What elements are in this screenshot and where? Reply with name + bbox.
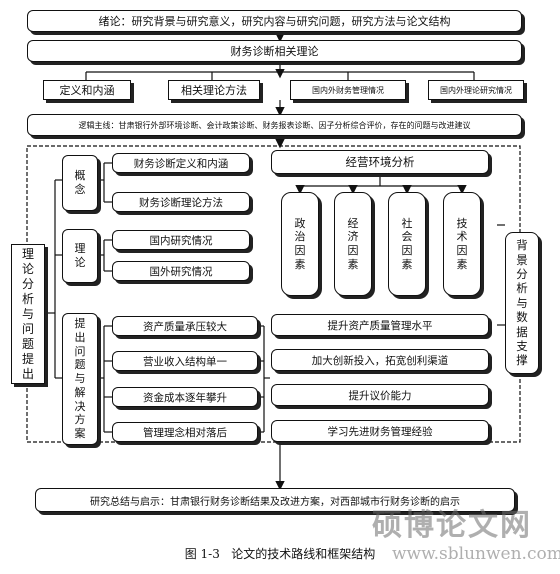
env-analysis-box: 经营环境分析 [271, 150, 489, 174]
figure-caption: 图 1-3 论文的技术路线和框架结构 [184, 547, 376, 561]
background-analysis-text: 背景分析与数据支撑 [516, 238, 528, 368]
problem-item: 资金成本逐年攀升 [112, 387, 258, 407]
problem-item: 营业收入结构单一 [112, 351, 258, 371]
group-theory-label: 理论 [74, 242, 86, 269]
theory-item-text: 国内研究情况 [149, 234, 213, 247]
solution-text: 提升资产质量管理水平 [327, 319, 433, 332]
group-concept: 概念 [62, 155, 98, 211]
problem-item: 管理理念相对落后 [112, 422, 258, 442]
problem-item-text: 管理理念相对落后 [143, 426, 227, 439]
solution-text: 加大创新投入，拓宽创利渠道 [311, 354, 449, 367]
group-problems: 提出问题与解决方案 [62, 313, 98, 445]
problem-item-text: 资金成本逐年攀升 [143, 391, 227, 404]
research-situation-box: 国内外理论研究情况 [428, 80, 524, 100]
factor-box: 技术因素 [443, 192, 481, 296]
factor-box: 经济因素 [334, 192, 372, 296]
mainline-text: 逻辑主线：甘肃银行外部环境诊断、会计政策诊断、财务报表诊断、因子分析综合评价，存… [78, 120, 471, 130]
group-theory: 理论 [62, 229, 98, 283]
summary-text: 研究总结与启示：甘肃银行财务诊断结果及改进方案，对西部城市行财务诊断的启示 [90, 496, 460, 508]
background-analysis-box: 背景分析与数据支撑 [505, 232, 539, 374]
factor-box: 社会因素 [388, 192, 426, 296]
intro-text: 绪论：研究背景与研究意义，研究内容与研究问题，研究方法与论文结构 [98, 15, 451, 28]
theory-method-box: 相关理论方法 [168, 80, 260, 100]
env-analysis-text: 经营环境分析 [345, 155, 415, 169]
factor-text: 经济因素 [347, 216, 359, 271]
theory-analysis-box: 理论分析与问题提出 [11, 244, 45, 384]
research-situation-text: 国内外理论研究情况 [440, 85, 512, 95]
solution-text: 提升议价能力 [348, 389, 412, 402]
problem-item: 资产质量承压较大 [112, 316, 258, 336]
group-concept-label: 概念 [74, 169, 86, 196]
mainline-box: 逻辑主线：甘肃银行外部环境诊断、会计政策诊断、财务报表诊断、因子分析综合评价，存… [27, 114, 522, 136]
group-problems-label: 提出问题与解决方案 [74, 317, 86, 441]
theory-item-text: 国外研究情况 [149, 265, 213, 278]
finance-situation-box: 国内外财务管理情况 [290, 80, 406, 100]
factor-text: 政治因素 [294, 216, 306, 271]
intro-box: 绪论：研究背景与研究意义，研究内容与研究问题，研究方法与论文结构 [27, 10, 522, 32]
theory-item: 国内研究情况 [112, 230, 250, 250]
factor-text: 社会因素 [401, 216, 413, 271]
solution-box: 提升议价能力 [271, 384, 489, 406]
solution-box: 学习先进财务管理经验 [271, 420, 489, 442]
definition-box: 定义和内涵 [43, 80, 131, 100]
theory-box: 财务诊断相关理论 [27, 40, 522, 62]
solution-box: 加大创新投入，拓宽创利渠道 [271, 349, 489, 371]
theory-item: 国外研究情况 [112, 261, 250, 281]
concept-item-text: 财务诊断定义和内涵 [133, 157, 229, 170]
watermark-url: www.sblunwen.com [392, 544, 560, 564]
theory-analysis-text: 理论分析与问题提出 [21, 246, 34, 381]
problem-item-text: 营业收入结构单一 [143, 355, 227, 368]
concept-item: 财务诊断定义和内涵 [112, 153, 250, 173]
solution-box: 提升资产质量管理水平 [271, 314, 489, 336]
concept-item: 财务诊断理论方法 [112, 192, 250, 212]
watermark-logo: 硕博论文网 [372, 508, 532, 543]
theory-method-text: 相关理论方法 [181, 84, 247, 97]
solution-text: 学习先进财务管理经验 [327, 425, 433, 438]
summary-box: 研究总结与启示：甘肃银行财务诊断结果及改进方案，对西部城市行财务诊断的启示 [35, 488, 515, 512]
concept-item-text: 财务诊断理论方法 [139, 196, 223, 209]
finance-situation-text: 国内外财务管理情况 [312, 85, 384, 95]
definition-text: 定义和内涵 [59, 84, 115, 97]
factor-box: 政治因素 [281, 192, 319, 296]
theory-text: 财务诊断相关理论 [230, 45, 319, 58]
factor-text: 技术因素 [456, 216, 468, 271]
problem-item-text: 资产质量承压较大 [143, 320, 227, 333]
